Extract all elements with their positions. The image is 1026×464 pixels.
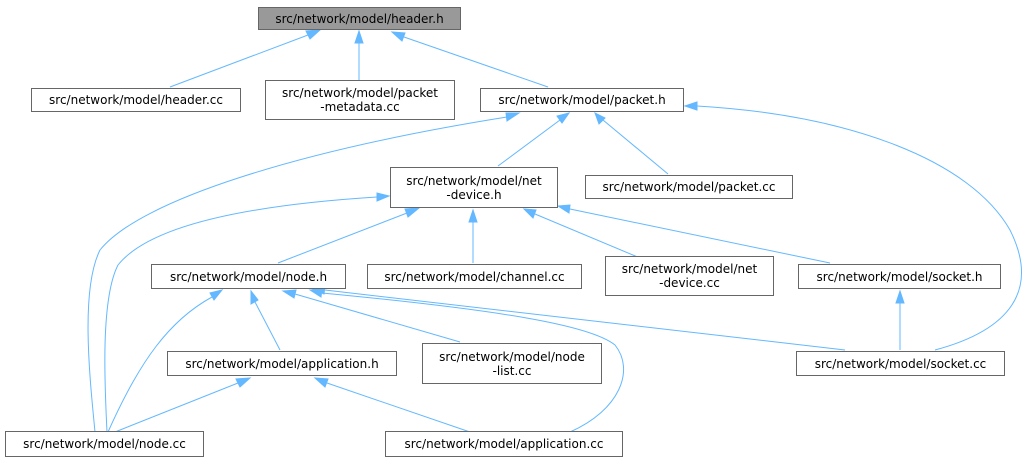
arrowhead-application-h-to-node-cc: [235, 377, 252, 388]
edge-application-h-to-application-cc: [326, 382, 471, 433]
node-label: src/network/model/application.h: [185, 356, 379, 371]
node-application-h[interactable]: src/network/model/application.h: [167, 351, 397, 376]
node-header-cc[interactable]: src/network/model/header.cc: [31, 88, 241, 112]
edge-net-device-h-to-node-h: [277, 212, 408, 264]
node-label-line-1: src/network/model/node: [439, 349, 585, 364]
node-label-line-2: -device.cc: [659, 276, 720, 290]
node-net-device-h[interactable]: src/network/model/net -device.h: [390, 167, 558, 208]
arrowhead-header-h-to-packet-metadata-cc: [354, 29, 364, 44]
arrowhead-packet-h-to-node-cc: [505, 112, 521, 122]
node-net-device-cc[interactable]: src/network/model/net -device.cc: [605, 256, 774, 296]
node-label: src/network/model/socket.cc: [814, 356, 987, 371]
edge-packet-h-to-packet-cc: [602, 119, 669, 175]
node-packet-h[interactable]: src/network/model/packet.h: [480, 88, 684, 112]
node-node-h[interactable]: src/network/model/node.h: [151, 264, 346, 289]
arrowhead-net-device-h-to-node-h: [404, 207, 421, 218]
edge-node-h-to-node-list-cc: [294, 293, 461, 343]
arrowhead-node-h-to-application-cc: [308, 288, 323, 298]
edge-header-h-to-header-cc: [169, 34, 309, 88]
edge-packet-h-to-socket-cc: [696, 105, 1022, 351]
node-label: src/network/model/packet.cc: [602, 180, 776, 194]
node-label-line-1: src/network/model/packet: [282, 86, 438, 100]
arrowhead-net-device-h-to-net-device-cc: [522, 208, 537, 219]
edge-node-h-to-application-cc: [321, 292, 624, 433]
edge-net-device-h-to-socket-h: [569, 208, 831, 264]
edge-node-h-to-node-cc: [107, 296, 213, 433]
arrowhead-packet-h-to-net-device-h: [556, 112, 571, 124]
edge-net-device-h-to-net-device-cc: [534, 213, 641, 259]
node-label: src/network/model/packet.h: [498, 93, 666, 107]
edge-application-h-to-node-cc: [114, 382, 239, 433]
node-label-line-1: src/network/model/net: [406, 173, 542, 188]
node-node-cc[interactable]: src/network/model/node.cc: [5, 431, 204, 457]
edge-node-h-to-application-h: [254, 301, 281, 351]
node-label-line-1: src/network/model/net: [621, 262, 758, 276]
node-label: src/network/model/header.cc: [49, 93, 223, 107]
node-socket-cc[interactable]: src/network/model/socket.cc: [796, 351, 1005, 376]
edge-net-device-h-to-node-cc: [104, 196, 378, 433]
node-label-line-2: -device.h: [446, 187, 502, 202]
node-label-line-2: -list.cc: [492, 363, 532, 378]
node-application-cc[interactable]: src/network/model/application.cc: [385, 431, 623, 457]
node-label: src/network/model/application.cc: [404, 437, 604, 451]
arrowhead-header-h-to-packet-h: [390, 31, 406, 42]
node-header-h[interactable]: src/network/model/header.h: [258, 7, 461, 30]
arrowhead-socket-h-to-socket-cc: [895, 289, 905, 304]
node-node-list-cc[interactable]: src/network/model/node -list.cc: [422, 343, 602, 384]
node-socket-h[interactable]: src/network/model/socket.h: [798, 264, 1001, 289]
arrowhead-node-h-to-node-cc: [209, 289, 224, 301]
arrowhead-net-device-h-to-node-cc: [376, 192, 391, 202]
arrowhead-node-h-to-application-h: [250, 289, 259, 305]
arrowhead-application-h-to-application-cc: [313, 377, 329, 388]
node-label: src/network/model/node.h: [169, 269, 328, 284]
arrowhead-packet-h-to-socket-cc: [683, 101, 698, 111]
edge-header-h-to-packet-h: [403, 36, 549, 88]
arrowhead-net-device-h-to-channel-cc: [468, 208, 478, 223]
arrowhead-packet-h-to-packet-cc: [594, 111, 606, 125]
node-label: src/network/model/header.h: [275, 11, 444, 26]
arrowhead-net-device-h-to-socket-h: [556, 204, 571, 214]
node-packet-metadata-cc[interactable]: src/network/model/packet -metadata.cc: [265, 80, 455, 120]
node-channel-cc[interactable]: src/network/model/channel.cc: [367, 264, 582, 289]
edge-node-h-to-socket-cc: [324, 289, 846, 351]
arrowhead-header-h-to-header-cc: [305, 29, 322, 40]
node-label: src/network/model/channel.cc: [384, 269, 565, 284]
node-label: src/network/model/socket.h: [816, 269, 983, 284]
node-label-line-2: -metadata.cc: [320, 100, 400, 114]
edge-packet-h-to-node-cc: [87, 116, 508, 433]
node-label: src/network/model/node.cc: [23, 437, 186, 451]
node-packet-cc[interactable]: src/network/model/packet.cc: [585, 175, 793, 199]
arrowhead-node-h-to-node-list-cc: [281, 289, 297, 299]
edge-packet-h-to-net-device-h: [497, 119, 561, 167]
